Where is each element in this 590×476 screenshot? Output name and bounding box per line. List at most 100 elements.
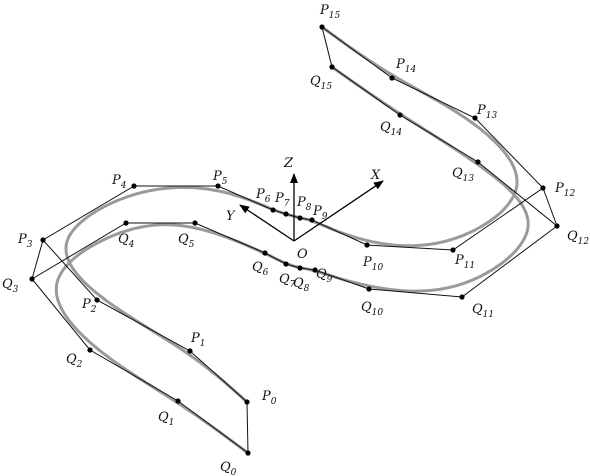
p-point-0 [244, 399, 250, 405]
q-point-9 [312, 267, 318, 273]
p-label-subscript: 14 [405, 65, 417, 75]
q-label-main: Q [310, 74, 321, 89]
p-label-subscript: 5 [222, 177, 228, 187]
p-point-15 [319, 24, 325, 30]
p-label-subscript: 0 [271, 397, 277, 407]
connector-line-2 [542, 187, 558, 227]
p-label-10: P10 [362, 255, 383, 273]
q-label-10: Q10 [361, 300, 383, 318]
q-label-3: Q3 [2, 277, 19, 295]
q-point-4 [123, 220, 129, 226]
p-label-subscript: 10 [372, 263, 384, 273]
q-label-main: Q [158, 410, 169, 425]
p-label-subscript: 15 [329, 11, 341, 21]
p-point-1 [187, 348, 193, 354]
q-label-main: Q [316, 267, 327, 282]
q-label-12: Q12 [567, 229, 589, 247]
q-point-11 [459, 294, 465, 300]
p-point-6 [270, 207, 276, 213]
q-point-10 [366, 286, 372, 292]
p-label-2: P2 [81, 297, 97, 315]
q-label-main: Q [472, 302, 483, 317]
p-point-7 [283, 211, 289, 217]
q-point-14 [397, 112, 403, 118]
q-label-main: Q [220, 460, 231, 475]
p-point-12 [540, 185, 546, 191]
p-point-5 [215, 183, 221, 189]
x-axis-arrow [293, 180, 384, 242]
q-label-9: Q9 [316, 267, 333, 285]
q-label-0: Q0 [220, 460, 237, 476]
q-label-4: Q4 [118, 232, 135, 250]
q-control-polygon [31, 66, 558, 454]
q-point-1 [175, 398, 181, 404]
p-label-subscript: 3 [27, 240, 33, 250]
q-label-subscript: 0 [231, 468, 237, 476]
p-label-3: P3 [17, 232, 33, 250]
p-point-2 [94, 297, 100, 303]
p-label-0: P0 [261, 389, 277, 407]
p-label-main: P [17, 232, 27, 247]
q-label-main: Q [380, 120, 391, 135]
p-label-4: P4 [111, 173, 127, 191]
p-label-main: P [81, 297, 91, 312]
p-label-main: P [212, 169, 222, 184]
p-label-7: P7 [274, 191, 290, 209]
q-label-2: Q2 [66, 352, 83, 370]
q-label-main: Q [567, 229, 578, 244]
q-label-subscript: 9 [327, 275, 333, 285]
p-label-subscript: 8 [306, 203, 312, 213]
q-label-1: Q1 [158, 410, 174, 428]
q-label-6: Q6 [252, 260, 269, 278]
q-label-main: Q [178, 232, 189, 247]
q-point-5 [192, 220, 198, 226]
y-axis-arrow [239, 204, 295, 242]
q-label-subscript: 1 [169, 418, 175, 428]
q-label-subscript: 12 [578, 237, 590, 247]
p-label-8: P8 [296, 195, 312, 213]
q-label-subscript: 15 [321, 82, 333, 92]
p-label-subscript: 13 [486, 111, 498, 121]
p-label-12: P12 [554, 181, 575, 199]
p-label-main: P [454, 253, 464, 268]
p-label-main: P [261, 389, 271, 404]
p-label-15: P15 [319, 3, 340, 21]
q-point-8 [297, 265, 303, 271]
q-point-6 [262, 250, 268, 256]
q-label-subscript: 8 [304, 284, 310, 294]
origin-label: O [297, 247, 308, 262]
p-label-6: P6 [255, 187, 271, 205]
p-point-14 [389, 75, 395, 81]
q-label-main: Q [118, 232, 129, 247]
q-label-subscript: 11 [483, 310, 494, 320]
p-label-main: P [554, 181, 564, 196]
p-label-5: P5 [212, 169, 228, 187]
p-label-subscript: 4 [120, 181, 127, 191]
connector-line-1 [31, 239, 44, 280]
q-label-main: Q [252, 260, 263, 275]
q-point-13 [475, 159, 481, 165]
p-label-subscript: 12 [564, 189, 576, 199]
q-label-subscript: 7 [290, 280, 296, 290]
p-label-subscript: 2 [90, 305, 97, 315]
control-points [29, 24, 560, 456]
p-label-main: P [395, 57, 405, 72]
z-axis-label: Z [283, 156, 294, 171]
p-label-main: P [111, 173, 121, 188]
q-label-subscript: 2 [76, 360, 83, 370]
p-label-main: P [312, 204, 322, 219]
p-label-main: P [274, 191, 284, 206]
p-point-4 [131, 183, 137, 189]
p-point-13 [472, 115, 478, 121]
q-label-main: Q [452, 166, 463, 181]
y-axis-label: Y [226, 209, 236, 224]
q-label-subscript: 3 [13, 285, 19, 295]
q-label-15: Q15 [310, 74, 332, 92]
q-label-14: Q14 [380, 120, 402, 138]
p-label-9: P9 [312, 204, 328, 222]
p-label-main: P [255, 187, 265, 202]
p-label-13: P13 [476, 103, 497, 121]
q-label-5: Q5 [178, 232, 195, 250]
